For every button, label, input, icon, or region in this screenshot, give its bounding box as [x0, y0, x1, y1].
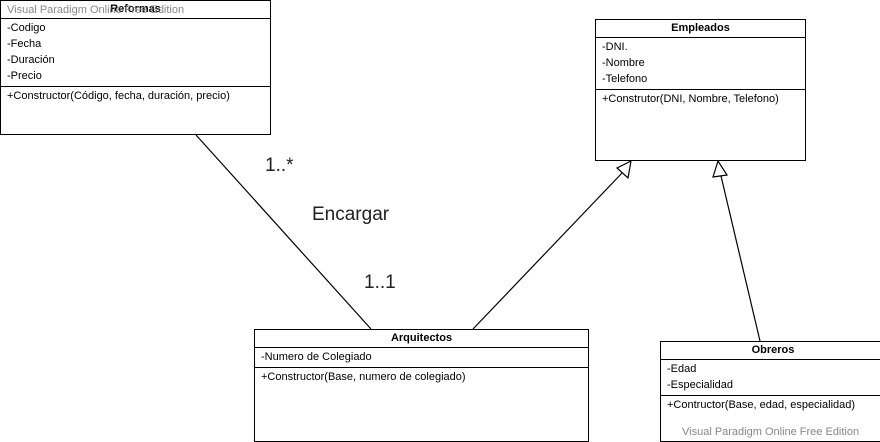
attribute: -Precio	[7, 70, 42, 82]
watermark-bottom: Visual Paradigm Online Free Edition	[682, 426, 860, 438]
operation: +Construtor(DNI, Nombre, Telefono)	[602, 93, 779, 105]
attribute: -Edad	[667, 363, 697, 375]
generalization-line-arquitectos-empleados[interactable]	[472, 171, 624, 330]
class-name-obreros: Obreros	[661, 342, 880, 360]
class-name-reformas: Reformas	[1, 1, 270, 19]
operation: +Contructor(Base, edad, especialidad)	[667, 399, 856, 411]
attribute: -Especialidad	[667, 379, 734, 391]
association-line-reformas-arquitectos[interactable]	[195, 134, 372, 330]
attributes-obreros: -Edad -Especialidad	[661, 360, 880, 396]
attribute: -Fecha	[7, 38, 42, 50]
multiplicity-arquitectos-label: 1..1	[364, 272, 396, 293]
attribute: -Telefono	[602, 73, 648, 85]
operations-obreros: +Contructor(Base, edad, especialidad)	[661, 396, 880, 415]
attribute: -DNI.	[602, 41, 628, 53]
attribute: -Nombre	[602, 57, 645, 69]
class-arquitectos[interactable]: Arquitectos -Numero de Colegiado +Constr…	[254, 329, 589, 442]
class-name-empleados: Empleados	[596, 20, 805, 38]
generalization-arrowhead-arquitectos	[615, 159, 632, 180]
operations-arquitectos: +Constructor(Base, numero de colegiado)	[255, 368, 588, 387]
class-empleados[interactable]: Empleados -DNI. -Nombre -Telefono +Const…	[595, 19, 806, 161]
association-name-label: Encargar	[312, 204, 390, 225]
class-name-arquitectos: Arquitectos	[255, 330, 588, 348]
generalization-line-obreros-empleados[interactable]	[720, 175, 761, 342]
attribute: -Duración	[7, 54, 55, 66]
operation: +Constructor(Código, fecha, duración, pr…	[7, 90, 230, 102]
operations-empleados: +Construtor(DNI, Nombre, Telefono)	[596, 90, 805, 109]
attribute: -Codigo	[7, 22, 46, 34]
class-reformas[interactable]: Reformas -Codigo -Fecha -Duración -Preci…	[0, 0, 271, 135]
attributes-arquitectos: -Numero de Colegiado	[255, 348, 588, 368]
multiplicity-reformas-label: 1..*	[265, 155, 294, 176]
watermark-top: Visual Paradigm Online Free Edition	[7, 4, 185, 16]
operation: +Constructor(Base, numero de colegiado)	[261, 371, 466, 383]
attributes-reformas: -Codigo -Fecha -Duración -Precio	[1, 19, 270, 87]
attributes-empleados: -DNI. -Nombre -Telefono	[596, 38, 805, 90]
operations-reformas: +Constructor(Código, fecha, duración, pr…	[1, 87, 270, 106]
attribute: -Numero de Colegiado	[261, 351, 372, 363]
generalization-arrowhead-obreros	[712, 159, 729, 178]
